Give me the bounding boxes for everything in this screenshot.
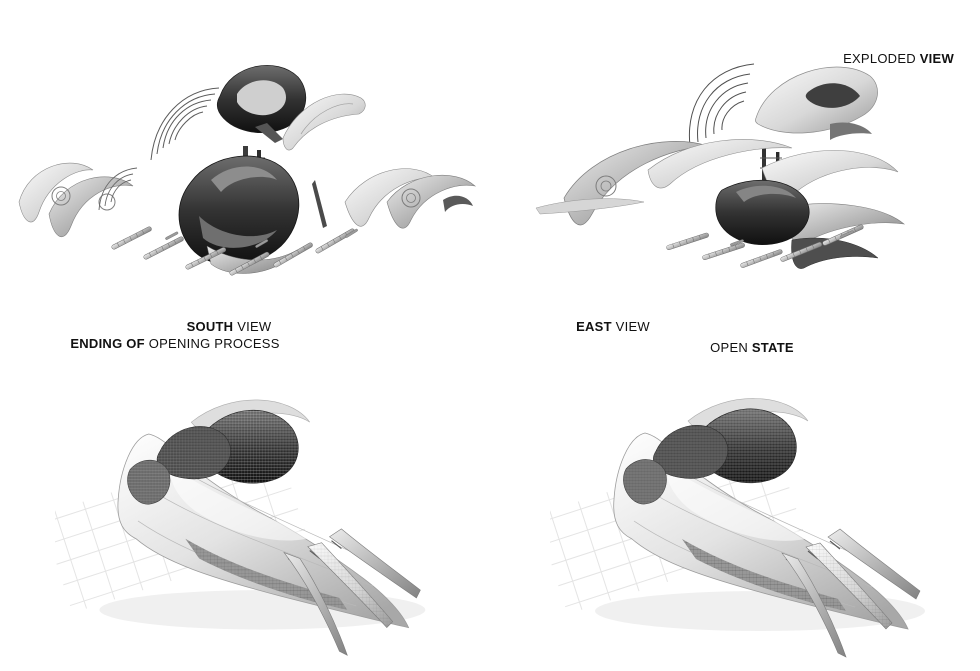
ribbon-shells (563, 139, 906, 244)
canopy-part (216, 65, 307, 143)
assembled-model-south-figure (55, 372, 450, 660)
canopy-part (755, 66, 878, 140)
caption-south-view: SOUTH VIEW (129, 319, 329, 334)
caption-exploded-view-regular: EXPLODED (843, 51, 916, 66)
caption-ending-process-bold: ENDING OF (70, 336, 145, 351)
caption-open-state-bold: STATE (751, 340, 794, 355)
exploded-axon-east-figure (530, 50, 940, 295)
exploded-axon-south-drawing (18, 65, 477, 277)
assembled-model-south-render (55, 399, 426, 656)
caption-east-view: EAST VIEW (513, 319, 713, 334)
caption-exploded-view-bold: VIEW (919, 51, 954, 66)
caption-south-view-regular: VIEW (237, 319, 272, 334)
wing-shell-part (282, 93, 366, 151)
assembled-model-east-render (550, 397, 926, 658)
core-assembly-part (178, 146, 327, 274)
exploded-axon-east-drawing (535, 63, 906, 269)
caption-open-state-regular: OPEN (710, 340, 749, 355)
caption-ending-process-regular: OPENING PROCESS (148, 336, 280, 351)
caption-east-view-bold: EAST (576, 319, 612, 334)
caption-open-state: OPEN STATE (652, 340, 852, 355)
exploded-axon-south-figure (15, 50, 480, 295)
rib-fan-part (150, 87, 220, 161)
caption-south-view-bold: SOUTH (186, 319, 234, 334)
caption-ending-process: ENDING OF OPENING PROCESS (45, 336, 305, 351)
rib-fan-part (688, 63, 755, 147)
small-rib-fan-part (98, 167, 138, 211)
right-shell-cluster (344, 168, 477, 229)
caption-exploded-view: EXPLODED VIEW (843, 51, 954, 66)
left-shell-cluster (18, 162, 134, 238)
sliver-part (535, 198, 645, 215)
assembled-model-east-figure (550, 370, 950, 662)
caption-east-view-regular: VIEW (615, 319, 650, 334)
